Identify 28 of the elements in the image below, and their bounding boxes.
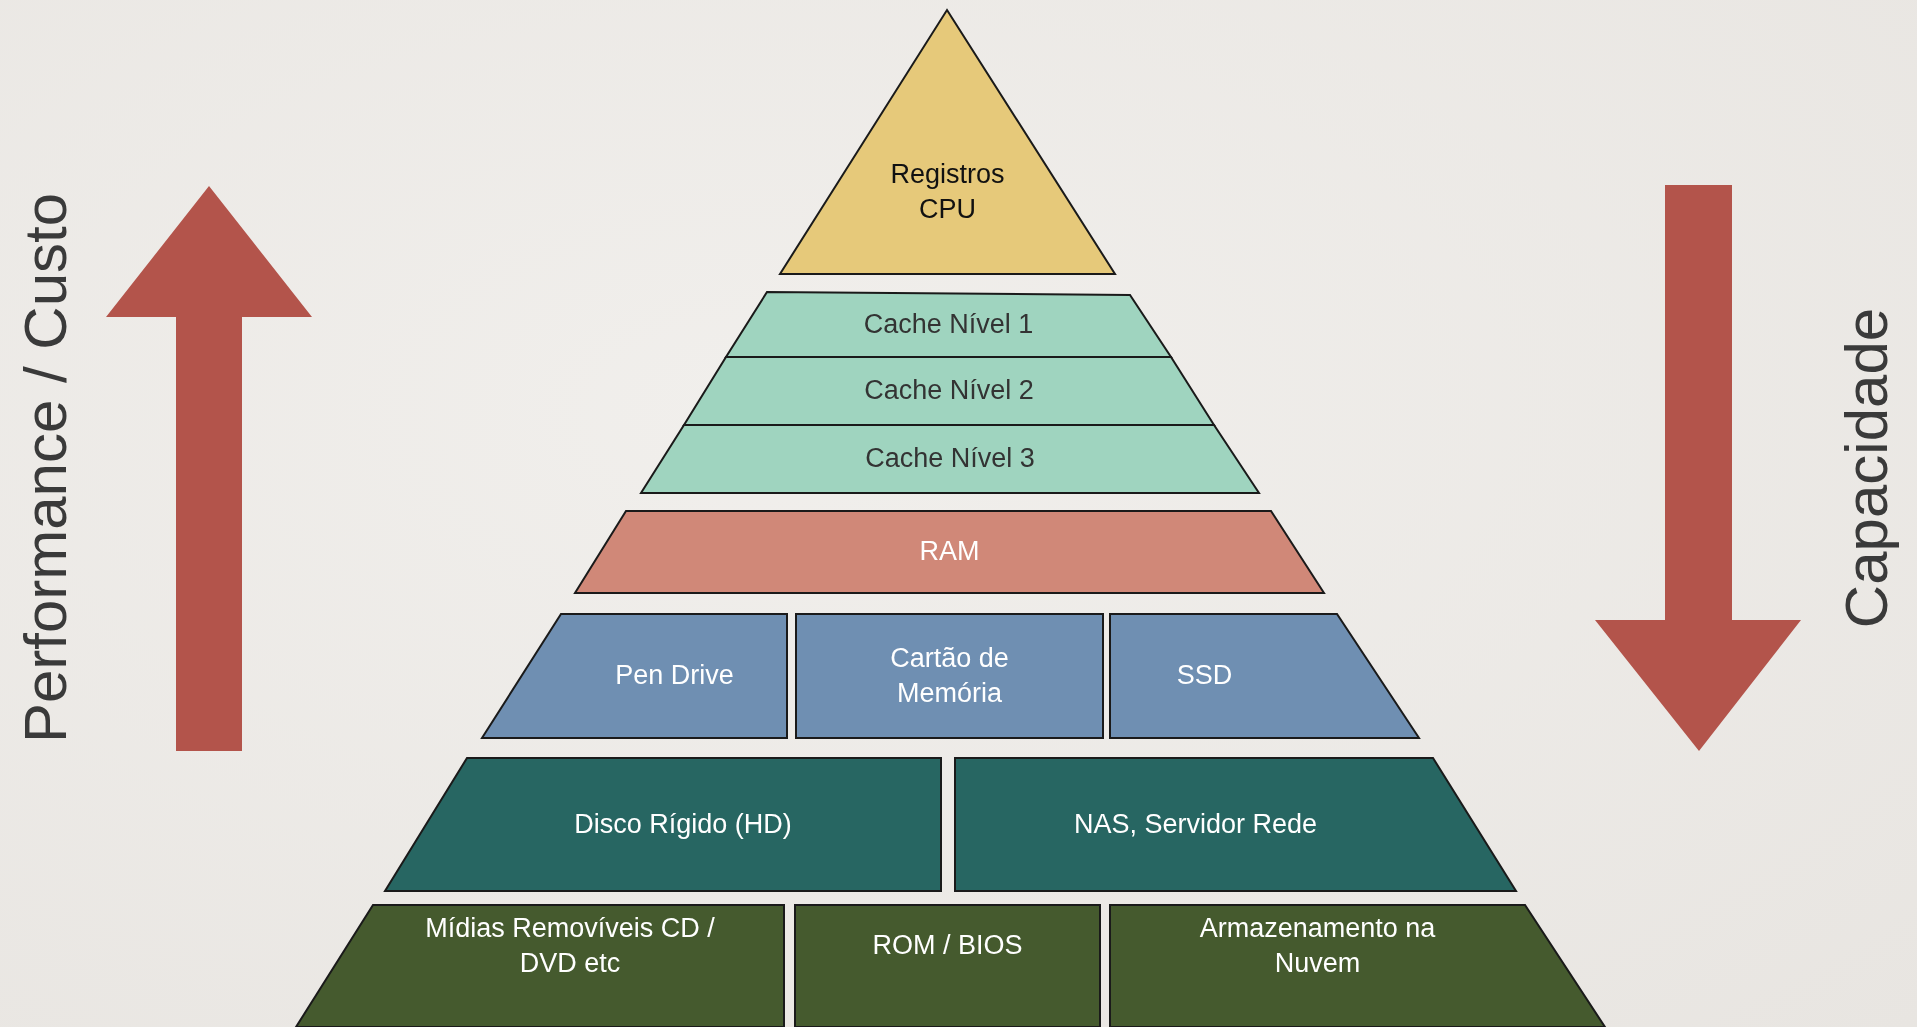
trapezoid-tier bbox=[641, 425, 1259, 493]
tier-label: Registros CPU bbox=[889, 157, 1006, 226]
tier-label: Pen Drive bbox=[615, 659, 734, 693]
tier-label: Disco Rígido (HD) bbox=[574, 807, 792, 841]
trapezoid-tier bbox=[1110, 614, 1419, 738]
trapezoid-tier bbox=[684, 357, 1214, 425]
tier-label: Armazenamento na Nuvem bbox=[1198, 911, 1437, 980]
trapezoid-tier bbox=[955, 758, 1516, 891]
tier-label: SSD bbox=[1176, 659, 1233, 693]
tier-label: ROM / BIOS bbox=[872, 929, 1023, 963]
triangle-tier bbox=[780, 10, 1115, 274]
trapezoid-tier bbox=[726, 292, 1171, 357]
trapezoid-tier bbox=[482, 614, 787, 738]
tier-label: NAS, Servidor Rede bbox=[1073, 807, 1318, 841]
tier-label: Cache Nível 1 bbox=[863, 307, 1034, 341]
trapezoid-tier bbox=[1110, 905, 1605, 1027]
tier-label: RAM bbox=[919, 535, 980, 569]
trapezoid-tier bbox=[575, 511, 1324, 593]
axis-label: Capacidade bbox=[1831, 307, 1901, 629]
trapezoid-tier bbox=[296, 905, 784, 1027]
trapezoid-tier bbox=[795, 905, 1100, 1027]
tier-label: Cache Nível 2 bbox=[864, 374, 1034, 408]
trapezoid-tier bbox=[385, 758, 941, 891]
trapezoid-tier bbox=[796, 614, 1103, 738]
axis-label: Performance / Custo bbox=[10, 192, 80, 744]
tier-label: Cartão de Memória bbox=[889, 641, 1010, 710]
tier-label: Cache Nível 3 bbox=[865, 442, 1035, 476]
tier-label: Mídias Removíveis CD / DVD etc bbox=[425, 911, 715, 980]
